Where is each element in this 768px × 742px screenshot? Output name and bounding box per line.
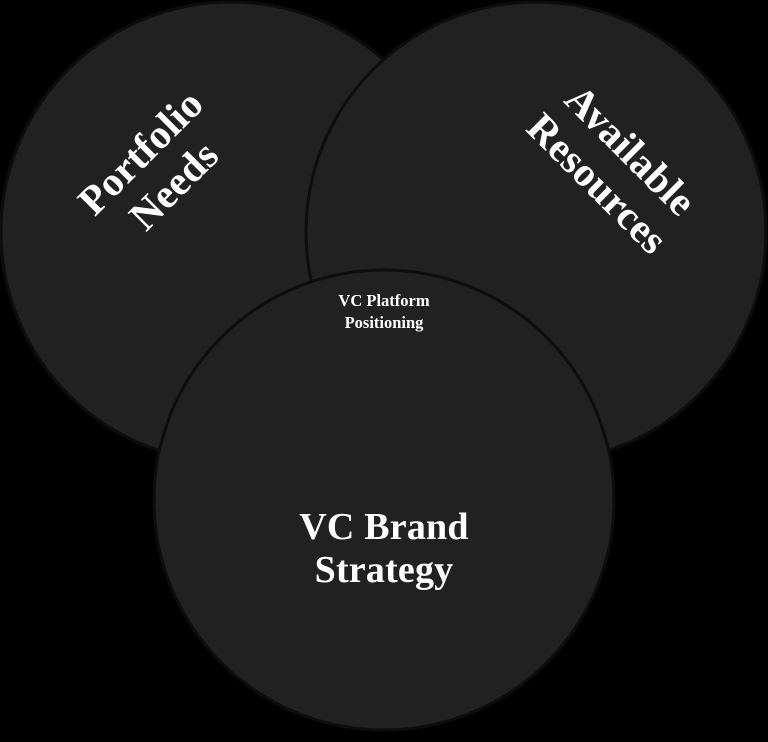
circle-vc-brand-strategy[interactable] — [152, 268, 616, 732]
